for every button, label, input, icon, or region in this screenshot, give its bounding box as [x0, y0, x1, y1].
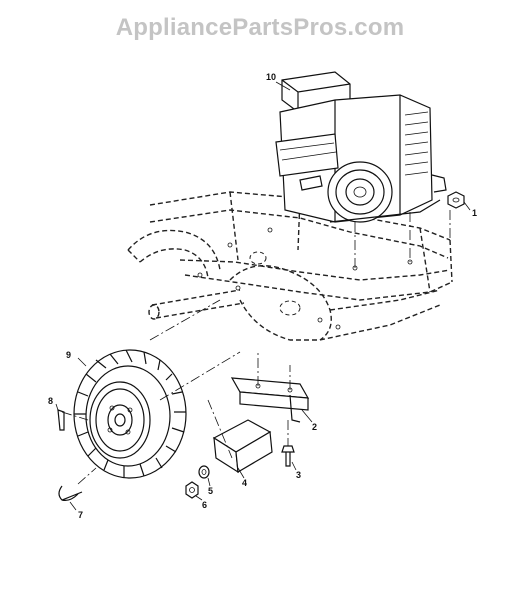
wheel-tire-part-9: [73, 299, 241, 479]
callout-6: 6: [202, 500, 207, 510]
callout-4: 4: [242, 478, 247, 488]
wheel-weight-part-4: [207, 399, 273, 479]
callout-10-leader: [275, 81, 291, 91]
callout-2: 2: [312, 422, 317, 432]
callout-7: 7: [78, 510, 83, 520]
bolt-part-3: [281, 420, 297, 471]
callout-labels: 1 2 3 4 5 6 7 8 9 10: [48, 72, 477, 520]
nut-part-6: [185, 481, 203, 501]
tiller-frame-phantom: [127, 191, 453, 341]
clevis-pin-part-8: [55, 403, 89, 431]
callout-1: 1: [472, 208, 477, 218]
engine-assembly: [275, 71, 451, 270]
callout-8: 8: [48, 396, 53, 406]
watermark-text: AppliancePartsPros.com: [115, 14, 405, 41]
callout-5: 5: [208, 486, 213, 496]
callout-9: 9: [66, 350, 71, 360]
callout-3: 3: [296, 470, 301, 480]
hex-nut-part-1: [447, 191, 471, 211]
washer-part-5: [198, 465, 211, 487]
callout-10: 10: [266, 72, 276, 82]
hairpin-clip-part-7: [58, 467, 97, 511]
mounting-bracket-part-2: [230, 350, 313, 423]
